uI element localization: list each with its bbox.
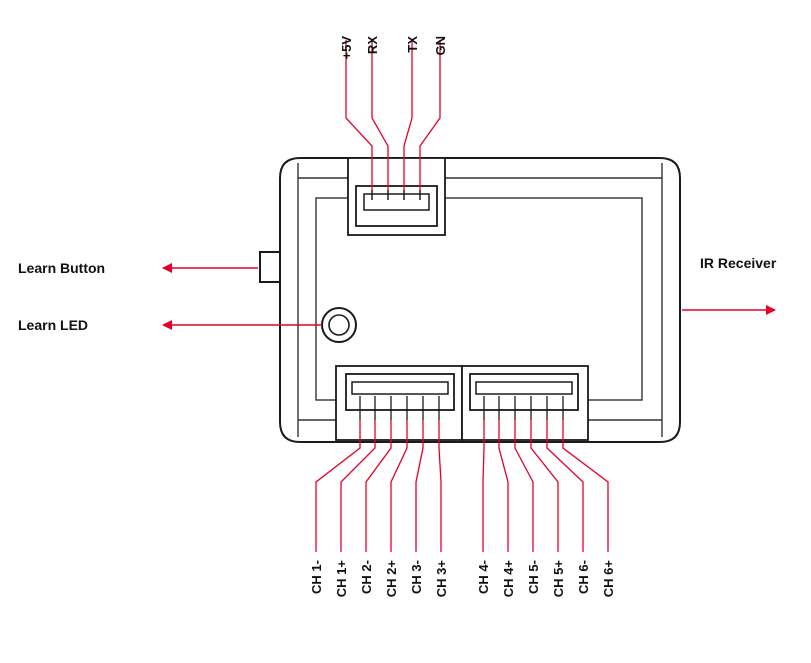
bottom_pins_left-pin-label: CH 2+ <box>384 560 399 598</box>
bottom_pins_right-pin-label: CH 5+ <box>551 560 566 598</box>
bottom_pins_right-wire-0 <box>482 396 485 552</box>
learn-button <box>259 251 281 283</box>
bottom-wires <box>315 396 609 552</box>
bottom-connector-right <box>461 365 589 441</box>
bottom_pins_right-pin-label: CH 6+ <box>601 560 616 598</box>
bottom_pins_left-pin-label: CH 3+ <box>434 560 449 598</box>
bottom_pins_right-pin-label: CH 5- <box>526 560 541 594</box>
bottom_pins_left-wire-0 <box>315 396 361 552</box>
top-pin-label: +5V <box>339 36 354 60</box>
top-wire-3 <box>419 40 441 200</box>
bottom_pins_left-wire-3 <box>390 396 408 552</box>
learn-led <box>321 307 357 343</box>
top-pin-label: RX <box>365 36 380 54</box>
top-wire-0 <box>345 40 373 200</box>
bottom-pin-labels: CH 1- CH 1+ CH 2- CH 2+ CH 3- CH 3+ CH 4- CH 4+… <box>309 560 616 598</box>
top-pin-label: GN <box>433 36 448 56</box>
bottom_pins_left-pin-label: CH 1+ <box>334 560 349 598</box>
bottom_pins_left-wire-1 <box>340 396 376 552</box>
bottom-connector-left <box>335 365 463 441</box>
top-wires <box>345 40 441 200</box>
bottom_pins_right-wire-2 <box>514 396 534 552</box>
bottom_pins_right-wire-3 <box>530 396 559 552</box>
top-wire-1 <box>371 40 389 200</box>
bottom_pins_right-pin-label: CH 4- <box>476 560 491 594</box>
bottom_pins_right-wire-4 <box>546 396 584 552</box>
learn-button-label: Learn Button <box>18 260 105 276</box>
ir-receiver-label: IR Receiver <box>700 255 777 271</box>
bottom_pins_left-wire-2 <box>365 396 392 552</box>
bottom_pins_right-wire-1 <box>498 396 509 552</box>
learn-led-label: Learn LED <box>18 317 88 333</box>
bottom_pins_left-wire-4 <box>415 396 424 552</box>
bottom_pins_right-pin-label: CH 6- <box>576 560 591 594</box>
top-pin-labels: +5V RX TX GN <box>339 36 448 60</box>
top-wire-2 <box>403 40 413 200</box>
bottom_pins_left-pin-label: CH 3- <box>409 560 424 594</box>
top-pin-label: TX <box>405 36 420 53</box>
bottom_pins_left-wire-5 <box>438 396 442 552</box>
bottom_pins_right-pin-label: CH 4+ <box>501 560 516 598</box>
top-connector <box>347 157 446 236</box>
bottom_pins_left-pin-label: CH 2- <box>359 560 374 594</box>
bottom_pins_left-pin-label: CH 1- <box>309 560 324 594</box>
bottom_pins_right-wire-5 <box>562 396 609 552</box>
